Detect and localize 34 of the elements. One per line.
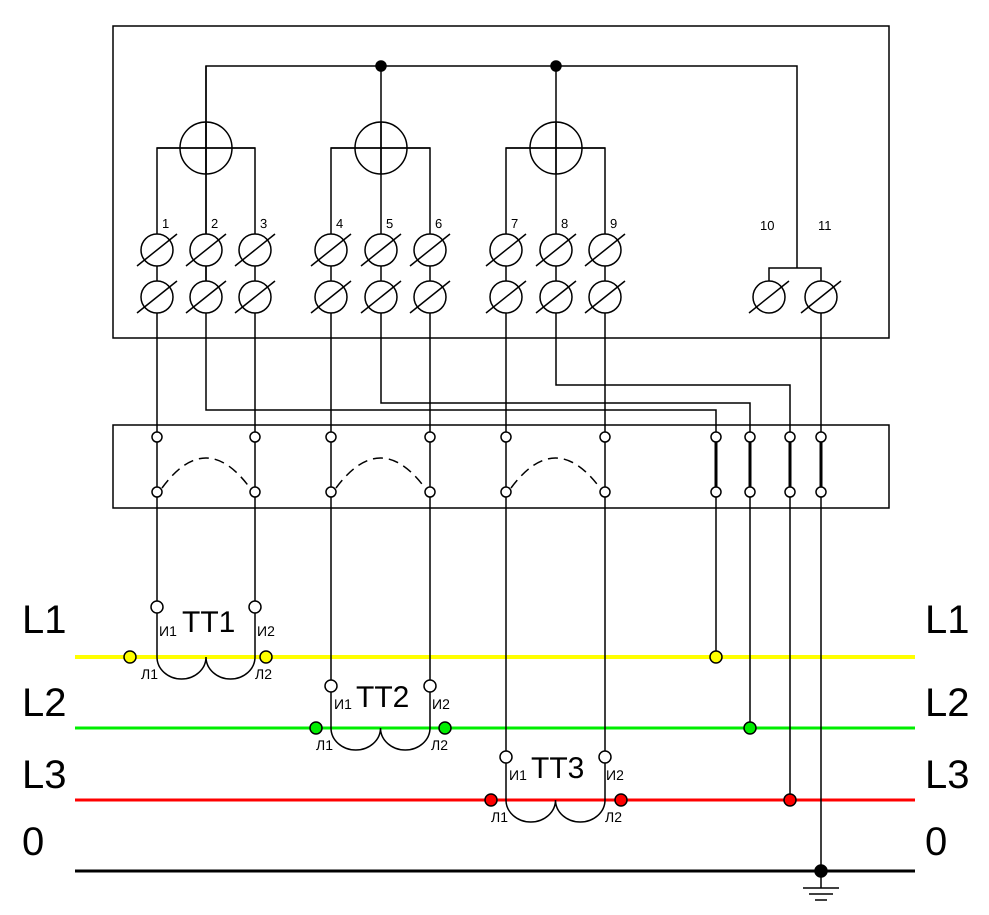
phase-label: L1 <box>925 600 970 640</box>
phase-label: L1 <box>22 600 66 640</box>
phase-label: L2 <box>22 683 66 723</box>
terminal-number: 3 <box>260 217 268 230</box>
neutral-label: 0 <box>22 822 44 862</box>
terminal-label: И2 <box>257 624 275 638</box>
terminal-label: Л1 <box>316 738 333 752</box>
terminal-label: Л1 <box>141 667 158 681</box>
terminal-label: Л2 <box>255 667 272 681</box>
terminal-label: И1 <box>334 697 352 711</box>
neutral-label: 0 <box>925 822 948 862</box>
terminal-label: Л2 <box>431 738 448 752</box>
terminal-label: Л2 <box>605 810 622 824</box>
transformer-label: ТТ1 <box>182 608 236 638</box>
terminal-number: 7 <box>511 217 518 230</box>
terminal-number: 5 <box>386 217 394 230</box>
phase-label: L3 <box>925 755 970 795</box>
terminal-label: И1 <box>509 768 527 782</box>
terminal-label: И2 <box>606 768 624 782</box>
terminal-number: 6 <box>435 217 442 230</box>
terminal-label: И2 <box>432 697 450 711</box>
transformer-label: ТТ2 <box>356 683 410 713</box>
terminal-label: Л1 <box>491 810 508 824</box>
terminal-number: 8 <box>561 217 568 230</box>
terminal-label: И1 <box>159 624 177 638</box>
terminal-number: 1 <box>162 217 170 230</box>
phase-label: L3 <box>22 755 66 795</box>
phase-label: L2 <box>925 683 970 723</box>
terminal-number: 11 <box>818 219 832 232</box>
terminal-number: 4 <box>336 217 344 230</box>
terminal-number: 9 <box>610 217 618 230</box>
terminal-number: 2 <box>211 217 218 230</box>
transformer-label: ТТ3 <box>531 754 584 784</box>
terminal-number: 10 <box>760 219 774 232</box>
